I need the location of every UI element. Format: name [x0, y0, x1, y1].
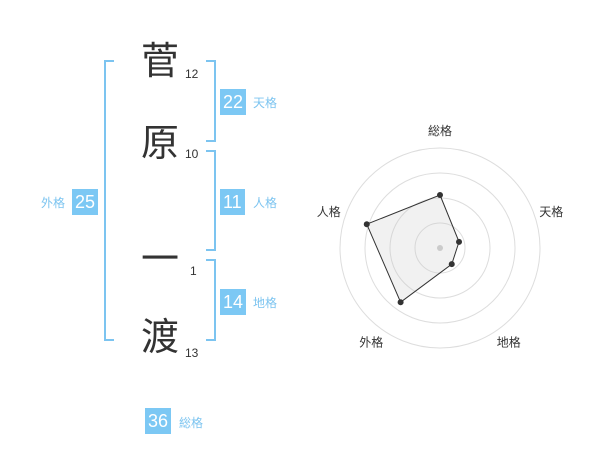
radar-axis-label: 天格	[539, 204, 563, 219]
tenkaku-value-badge: 22	[220, 89, 247, 115]
stroke-count-3: 1	[190, 264, 197, 278]
gaikaku-bracket	[104, 60, 114, 341]
chikaku-bracket	[206, 259, 216, 341]
radar-ring-4	[339, 147, 541, 349]
chikaku-label: 地格	[253, 296, 278, 310]
chikaku-value-badge: 14	[220, 289, 247, 315]
tenkaku-label: 天格	[253, 96, 278, 110]
soukaku-label: 総格	[179, 416, 204, 430]
name-char-2: 原	[140, 121, 179, 165]
radar-point-1	[437, 192, 443, 198]
radar-ring-3	[364, 172, 516, 324]
radar-axis-label: 外格	[359, 335, 383, 350]
gaikaku-label: 外格	[41, 196, 66, 210]
name-char-4: 渡	[140, 315, 179, 359]
tenkaku-bracket	[206, 60, 216, 142]
radar-center-dot	[437, 245, 443, 251]
stroke-count-1: 12	[185, 67, 199, 81]
radar-axis-label: 人格	[317, 204, 341, 219]
jinkaku-label: 人格	[253, 196, 278, 210]
radar-point-4	[397, 299, 404, 306]
radar-series-polygon	[366, 194, 460, 303]
radar-point-5	[363, 221, 370, 228]
radar-point-3	[448, 261, 455, 268]
jinkaku-bracket	[206, 150, 216, 251]
radar-axis-label: 地格	[497, 335, 521, 350]
name-char-1: 菅	[140, 39, 179, 83]
stroke-count-2: 10	[185, 147, 199, 161]
soukaku-value-badge: 36	[145, 408, 172, 434]
radar-point-2	[456, 238, 463, 245]
name-char-3: 一	[140, 237, 179, 281]
jinkaku-value-badge: 11	[220, 189, 245, 215]
radar-axis-label: 総格	[428, 123, 452, 138]
stroke-count-4: 13	[185, 346, 199, 360]
gaikaku-value-badge: 25	[72, 189, 99, 215]
